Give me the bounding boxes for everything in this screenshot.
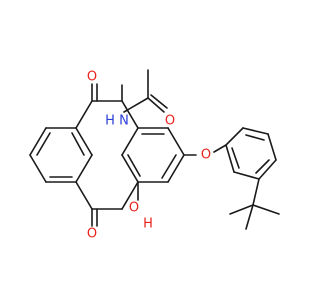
hydroxyl-group: O H: [129, 181, 153, 232]
amide-oxygen-label: O: [165, 114, 175, 129]
ketone-oxygen-bottom-label: O: [87, 227, 97, 242]
amide-hydrogen-label: H: [105, 114, 115, 129]
ketone-bottom: O: [87, 208, 98, 242]
acetamide-group: N H O: [105, 69, 175, 129]
molecule-canvas: O O O H N H O O: [29, 69, 280, 242]
ketone-oxygen-top-label: O: [87, 70, 97, 85]
tert-butyl-group: [229, 178, 280, 230]
amide-nitrogen-label: N: [119, 114, 129, 129]
right-aromatic-ring: [127, 127, 185, 183]
hydroxyl-hydrogen-label: H: [143, 217, 153, 232]
left-benzo-ring: [29, 127, 93, 183]
structure-diagram: O O O H N H O O: [29, 69, 280, 242]
ether-oxygen-label: O: [201, 148, 211, 163]
ether-linkage: O: [183, 144, 227, 163]
hydroxyl-oxygen-label: O: [129, 201, 139, 216]
ketone-top: O: [87, 70, 98, 102]
tert-butylphenyl-ring: [225, 127, 277, 180]
